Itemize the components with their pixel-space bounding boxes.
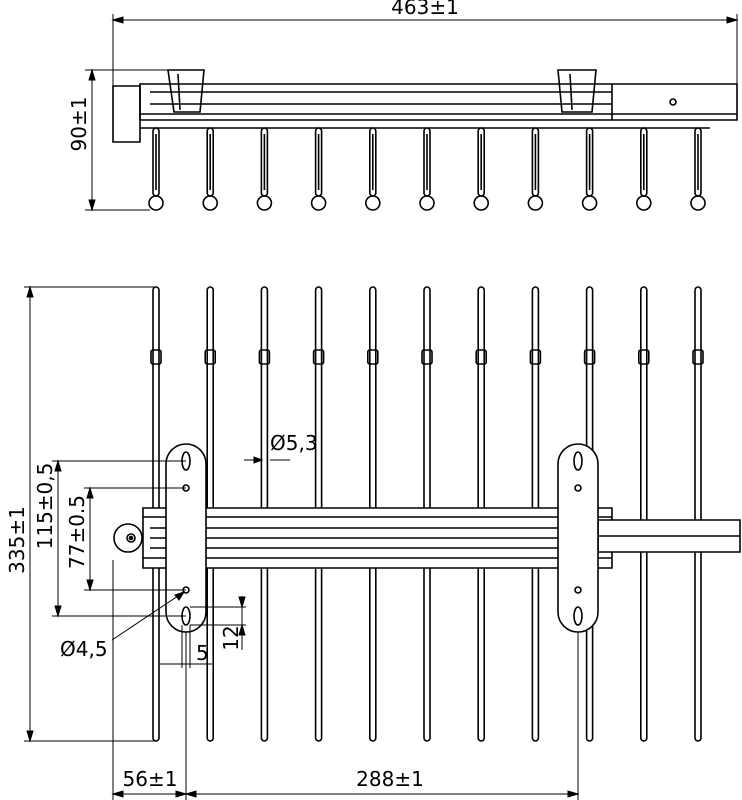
plan-hook-clip: [693, 350, 703, 364]
side-rail-hole: [670, 99, 676, 105]
plan-knob-center: [127, 534, 135, 542]
dim-56-arrow-right: [176, 791, 186, 797]
side-hook-ball: [149, 196, 163, 210]
side-clamp-left: [168, 70, 204, 112]
mount-plate-right: [558, 444, 598, 632]
side-hook-ball: [420, 196, 434, 210]
plan-hook-rod: [695, 287, 701, 741]
dim-hole-arrow-top: [87, 488, 93, 498]
dim-dia45-arrow: [175, 592, 184, 600]
dim-slot-span-label: 115±0,5: [33, 463, 57, 550]
plan-hook-clip: [314, 350, 324, 364]
side-hooks: [149, 128, 705, 210]
dim-hole-arrow-bot: [87, 580, 93, 590]
dim-height-arrow-bot: [89, 200, 95, 210]
side-clamp-right-rib: [570, 74, 572, 110]
mount-plate-left: [166, 444, 206, 632]
side-hook-ball: [257, 196, 271, 210]
dim-mount-spacing-label: 288±1: [356, 767, 424, 791]
plan-knob-dot: [130, 537, 133, 540]
mount-plate-right-slot-bot: [574, 607, 582, 625]
dim-hole-span-label: 77±0.5: [65, 495, 89, 569]
dim-depth-arrow-top: [27, 287, 33, 297]
side-hook-ball: [203, 196, 217, 210]
dim-12-arrow-top: [239, 597, 245, 607]
mount-plate-right-hole-top: [575, 485, 581, 491]
dim-dia-large-label: Ø5,3: [270, 431, 318, 455]
plan-hook-clip: [639, 350, 649, 364]
side-endcap: [113, 86, 140, 142]
dim-depth-arrow-bot: [27, 731, 33, 741]
dim-total-width-label: 463±1: [391, 0, 459, 19]
dim-dia45-leader: [112, 592, 184, 640]
plan-hook-clip: [151, 350, 161, 364]
plan-dimensions: [24, 287, 578, 800]
dim-width-arrow-right: [727, 17, 737, 23]
plan-knob: [114, 524, 142, 552]
plan-hook-clip: [476, 350, 486, 364]
side-hook-ball: [366, 196, 380, 210]
mount-plate-right-hole-bot: [575, 587, 581, 593]
plan-hook-clip: [259, 350, 269, 364]
plan-hook-clip: [422, 350, 432, 364]
dim-slot-width-label: 5: [196, 641, 209, 665]
plan-hook-rod: [641, 287, 647, 741]
side-view: [113, 70, 737, 210]
dim-depth-label: 335±1: [5, 506, 29, 574]
dim-slot-arrow-bot: [55, 606, 61, 616]
dim-height-label: 90±1: [67, 97, 91, 152]
dim-56-arrow-left: [113, 791, 123, 797]
side-hook-ball: [528, 196, 542, 210]
side-clamp-right: [558, 70, 596, 112]
side-dimensions: [85, 14, 737, 210]
side-clamp-left-rib: [178, 74, 180, 110]
dim-width-arrow-left: [113, 17, 123, 23]
dim-288-arrow-left: [186, 791, 196, 797]
mount-plate-right-slot-top: [574, 452, 582, 470]
plan-hook-clip: [368, 350, 378, 364]
plan-hook-clip: [585, 350, 595, 364]
plan-view: [114, 287, 740, 741]
side-hook-ball: [474, 196, 488, 210]
dim-slot-length-label: 12: [219, 625, 243, 650]
side-hook-ball: [312, 196, 326, 210]
dim-dia53-arrow: [254, 457, 262, 463]
side-hook-ball: [691, 196, 705, 210]
dim-dia-small-label: Ø4,5: [60, 637, 108, 661]
plan-hook-clip: [530, 350, 540, 364]
dim-slot-arrow-top: [55, 461, 61, 471]
dim-offset-left-label: 56±1: [123, 767, 178, 791]
dim-height-arrow-top: [89, 70, 95, 80]
dim-288-arrow-right: [568, 791, 578, 797]
side-hook-ball: [583, 196, 597, 210]
side-hook-ball: [637, 196, 651, 210]
dim-12-arrow-bot: [239, 625, 245, 635]
plan-hook-clip: [205, 350, 215, 364]
